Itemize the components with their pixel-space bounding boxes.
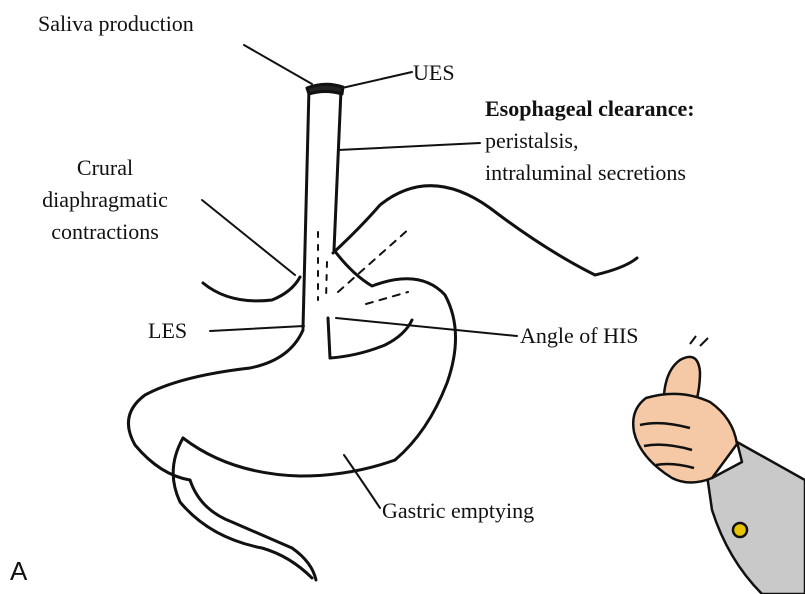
antrum-outline	[173, 438, 312, 578]
crural-label-line1: Crural	[5, 155, 205, 181]
esophagus-outline	[303, 88, 341, 328]
angle-of-his-label: Angle of HIS	[520, 323, 639, 349]
crural-label-line2: diaphragmatic	[5, 187, 205, 213]
pointer-gastric	[344, 455, 380, 508]
ues-label: UES	[413, 60, 455, 86]
saliva-production-label: Saliva production	[38, 11, 194, 37]
clearance-detail-line1: peristalsis,	[485, 128, 579, 154]
diaphragm-right	[333, 186, 637, 275]
crural-label-line3: contractions	[5, 219, 205, 245]
les-dashes	[318, 232, 327, 300]
motion-marks	[690, 336, 708, 346]
ues-top	[307, 84, 343, 94]
esophageal-clearance-title: Esophageal clearance:	[485, 96, 695, 122]
les-label: LES	[148, 318, 187, 344]
cufflink	[733, 523, 747, 537]
duodenum-outline	[190, 480, 292, 548]
gastric-emptying-label: Gastric emptying	[382, 498, 534, 524]
stomach-body	[183, 438, 395, 476]
diaphragm-left	[203, 277, 300, 301]
panel-letter: A	[10, 558, 27, 584]
pointer-ues	[342, 72, 412, 88]
pointer-crural	[202, 200, 295, 275]
clearance-detail-line2: intraluminal secretions	[485, 160, 686, 186]
pointer-clearance	[338, 143, 480, 150]
pointer-his	[336, 318, 517, 336]
pointer-saliva	[244, 45, 312, 84]
pointer-les	[210, 326, 304, 331]
thumbs-up-icon	[633, 336, 805, 594]
